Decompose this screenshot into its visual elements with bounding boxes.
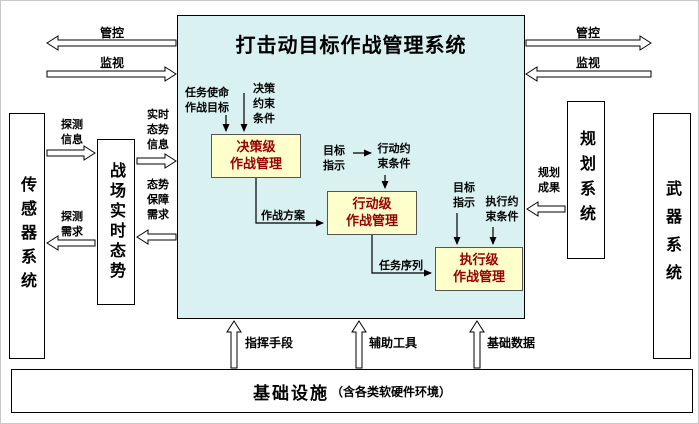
label-monitor-right: 监视 [575, 56, 600, 70]
arrow-realtime-info-icon [136, 153, 177, 169]
arrow-planning-result-icon [526, 201, 566, 217]
arrow-situation-demand-icon [136, 229, 177, 245]
arrow-aux-tools-icon [351, 320, 367, 369]
label-detect-demand: 探测 需求 [61, 210, 83, 238]
arrow-base-data-icon [469, 320, 485, 369]
label-realtime-info: 实时 态势 信息 [147, 108, 169, 151]
planning-system-box: 规划系统 [567, 101, 605, 259]
label-target-indication-1: 目标 指示 [323, 144, 345, 172]
action-level-box: 行动级 作战管理 [327, 191, 417, 235]
infrastructure-box: 基础设施 （含各类软硬件环境） [11, 369, 693, 413]
label-decision-constraint: 决策 约束 条件 [253, 82, 275, 125]
battlefield-situation-box: 战场实时态势 [97, 139, 135, 305]
label-monitor-left: 监视 [99, 56, 124, 70]
label-situation-demand: 态势 保障 需求 [147, 178, 169, 221]
weapon-system-box: 武器系统 [653, 113, 691, 359]
label-task-sequence: 任务序列 [379, 259, 423, 272]
label-execution-constraint: 执行约 束条件 [485, 195, 519, 223]
page-title: 打击动目标作战管理系统 [235, 33, 467, 57]
infrastructure-note: （含各类软硬件环境） [330, 384, 451, 399]
infrastructure-title: 基础设施 [252, 383, 329, 404]
arrow-command-means-icon [226, 320, 242, 369]
label-command-means: 指挥手段 [244, 336, 293, 350]
label-planning-result: 规划 成果 [538, 166, 560, 194]
label-base-data: 基础数据 [486, 336, 535, 350]
label-detect-info: 探测 信息 [61, 118, 83, 146]
label-aux-tools: 辅助工具 [368, 336, 417, 350]
label-target-indication-2: 目标 指示 [453, 181, 475, 209]
label-control-left: 管控 [99, 26, 124, 40]
label-mission: 任务使命 作战目标 [185, 86, 229, 114]
label-control-right: 管控 [575, 26, 600, 40]
decision-level-box: 决策级 作战管理 [211, 134, 301, 178]
label-combat-plan: 作战方案 [261, 209, 305, 222]
arrow-detect-info-icon [46, 145, 96, 161]
sensor-system-box: 传感器系统 [9, 113, 45, 359]
label-action-constraint: 行动约 束条件 [377, 142, 411, 170]
execution-level-box: 执行级 作战管理 [435, 247, 523, 291]
